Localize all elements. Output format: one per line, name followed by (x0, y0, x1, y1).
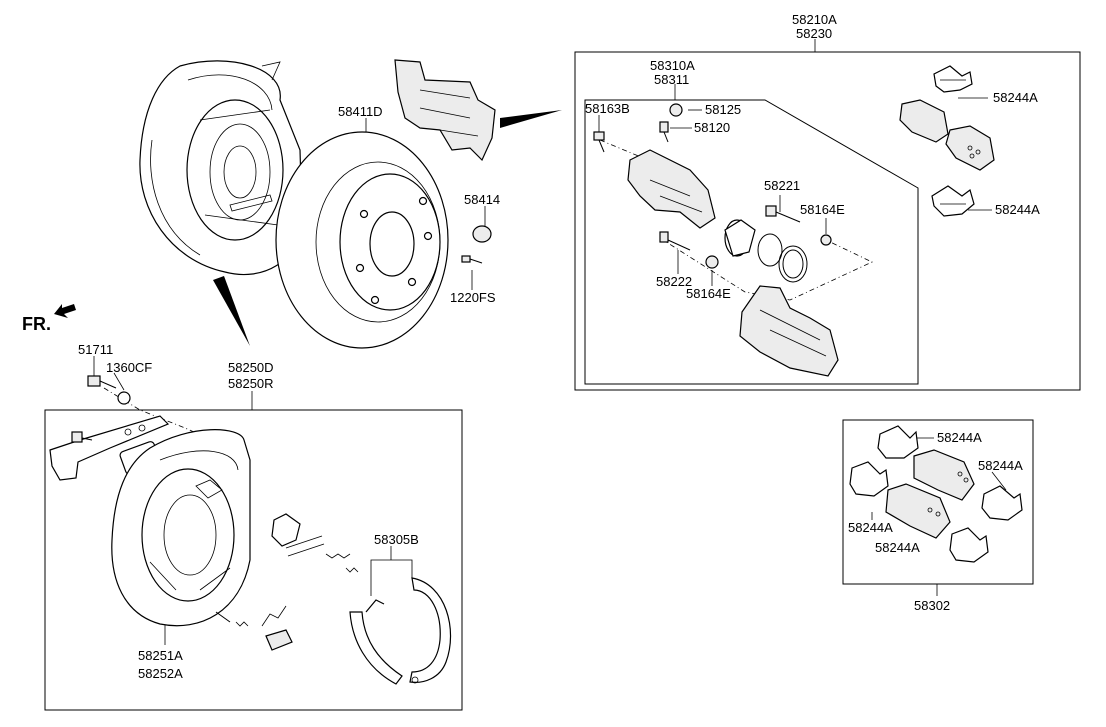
bleeder-cap-58125 (669, 103, 683, 117)
label-1360CF: 1360CF (106, 360, 152, 375)
label-58250R: 58250R (228, 376, 274, 391)
label-58244A-kit-2: 58244A (978, 458, 1023, 473)
cap-58414 (472, 225, 492, 243)
label-58414: 58414 (464, 192, 500, 207)
brake-pads-pair-upper (899, 99, 995, 171)
pad-kit-clip-2 (849, 461, 889, 497)
caliper-assembly-box (574, 51, 1081, 391)
front-arrow-icon (54, 304, 76, 318)
pad-kit-clip-3 (981, 485, 1023, 521)
label-58311: 58311 (654, 72, 689, 87)
brake-disc-rotor (275, 131, 449, 349)
caliper-bracket (739, 285, 839, 377)
guide-pin-58222 (659, 231, 691, 251)
guide-pin-58221 (765, 205, 801, 223)
label-58252A: 58252A (138, 666, 183, 681)
boot-58164E-lower (705, 255, 719, 269)
parking-brake-shoes (349, 577, 452, 685)
pad-kit-clip-1 (877, 425, 919, 459)
parking-brake-backing-plate (111, 429, 251, 627)
pad-kit-pads (885, 449, 975, 539)
caliper-subassembly-outline (584, 99, 919, 385)
label-58221: 58221 (764, 178, 800, 193)
backing-plate-box (44, 409, 463, 711)
label-1220FS: 1220FS (450, 290, 496, 305)
pointer-wedge-caliper (500, 110, 562, 128)
boot-58164E-upper (820, 234, 832, 246)
label-58163B: 58163B (585, 101, 630, 116)
bolt-58163B (593, 131, 605, 153)
screw-1220FS (461, 255, 483, 264)
bleeder-screw-58120 (659, 121, 669, 143)
label-58244A-mid: 58244A (995, 202, 1040, 217)
pad-kit-clip-4 (949, 527, 989, 563)
pad-kit-box (842, 419, 1034, 585)
label-51711: 51711 (78, 342, 113, 357)
mounting-bracket-strip (49, 415, 170, 481)
label-58250D: 58250D (228, 360, 274, 375)
label-58222: 58222 (656, 274, 692, 289)
label-58244A-kit-4: 58244A (875, 540, 920, 555)
bolt-51711 (87, 375, 117, 389)
label-58164E-upper: 58164E (800, 202, 845, 217)
label-58244A-top: 58244A (993, 90, 1038, 105)
piston-seal (724, 219, 808, 283)
label-fr: FR. (22, 314, 51, 334)
label-58411D: 58411D (338, 104, 383, 119)
label-58230: 58230 (796, 26, 832, 41)
caliper-assembly-top (394, 59, 496, 162)
bolt-washer-lower (71, 431, 93, 443)
label-58244A-kit-3: 58244A (848, 520, 893, 535)
label-58164E-lower: 58164E (686, 286, 731, 301)
brake-backing-plate (139, 60, 303, 276)
label-58305B: 58305B (374, 532, 419, 547)
washer-1360CF (117, 391, 131, 405)
label-58302: 58302 (914, 598, 950, 613)
label-58251A: 58251A (138, 648, 183, 663)
adjuster-and-springs (215, 513, 359, 651)
caliper-housing (627, 149, 716, 229)
label-58120: 58120 (694, 120, 730, 135)
label-58310A: 58310A (650, 58, 695, 73)
pad-clip-lower (931, 185, 975, 217)
label-58244A-kit-1: 58244A (937, 430, 982, 445)
pad-clip-upper (933, 65, 973, 93)
front-direction-indicator (54, 304, 76, 318)
label-58125: 58125 (705, 102, 741, 117)
label-58210A: 58210A (792, 12, 837, 27)
pointer-wedge-backing (213, 276, 250, 346)
